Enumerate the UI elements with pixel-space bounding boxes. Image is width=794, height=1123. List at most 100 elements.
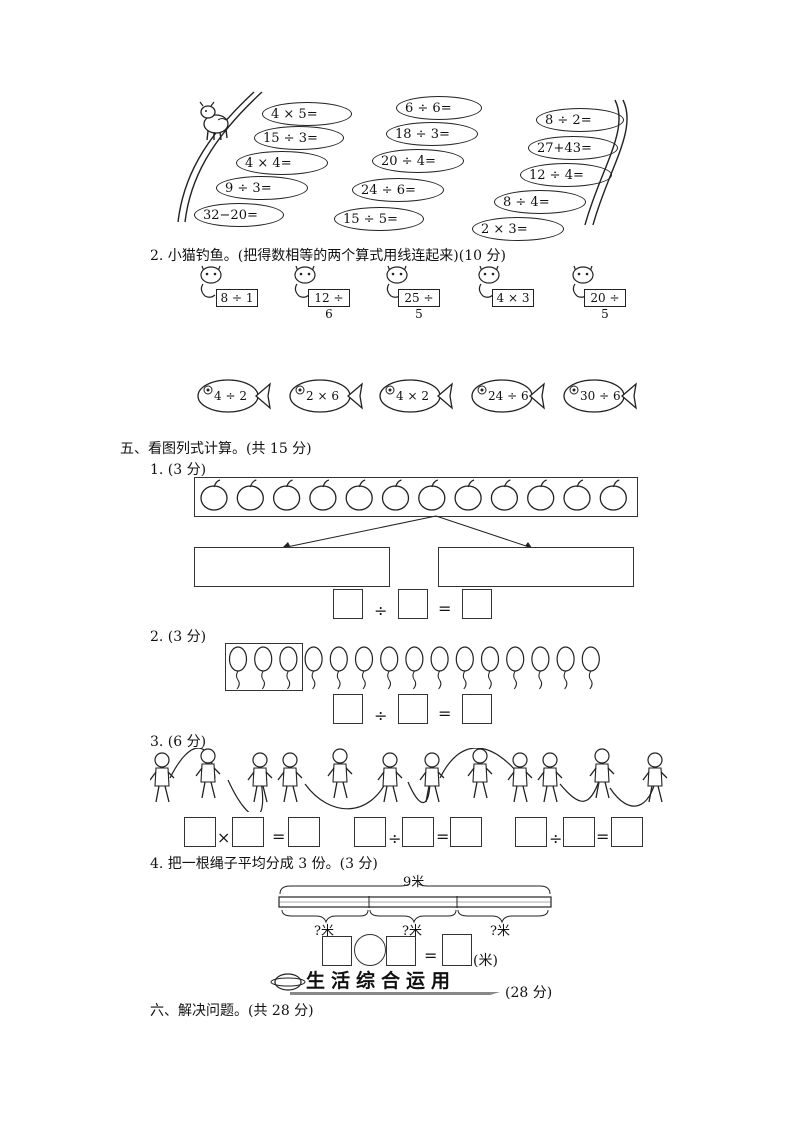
apple-icon [527, 479, 555, 511]
apple-icon [454, 479, 482, 511]
answer-box[interactable] [462, 694, 492, 724]
answer-box[interactable] [333, 694, 363, 724]
answer-box[interactable] [515, 817, 547, 847]
child-figure [195, 748, 221, 799]
balloon-row [228, 646, 600, 690]
answer-box[interactable] [398, 694, 428, 724]
answer-box[interactable] [402, 817, 434, 847]
apple-icon [272, 479, 301, 511]
apple-icon [490, 479, 519, 511]
equals-sign: = [438, 704, 452, 723]
expr-ellipse: 18 ÷ 3= [386, 122, 478, 146]
apple-row [200, 479, 627, 511]
fish-icon [197, 379, 271, 413]
answer-box[interactable] [184, 817, 216, 847]
fish-icon [563, 379, 637, 413]
answer-box[interactable] [450, 817, 482, 847]
operator-circle[interactable] [354, 934, 386, 966]
cat-sign: 12 ÷ 6 [308, 289, 350, 321]
balloon-icon [354, 646, 374, 690]
expr-ellipse: 4 × 4= [236, 151, 328, 175]
expr-ellipse: 32−20= [194, 203, 284, 227]
balloon-icon [455, 646, 474, 690]
apple-icon [563, 479, 591, 511]
rope-diagram [278, 884, 552, 924]
expr-ellipse: 15 ÷ 3= [254, 126, 344, 150]
s5-q4-label: 4. 把一根绳子平均分成 3 份。(3 分) [150, 856, 378, 872]
cat-icon [572, 265, 594, 298]
expr-ellipse: 2 × 3= [472, 217, 564, 241]
expr-ellipse: 20 ÷ 4= [372, 149, 464, 173]
apple-icon [599, 479, 627, 511]
answer-rect-left[interactable] [194, 547, 390, 587]
divide-sign: ÷ [388, 829, 402, 848]
fish-label: 30 ÷ 6 [580, 389, 621, 403]
answer-box[interactable] [462, 589, 492, 619]
expr-ellipse: 24 ÷ 6= [352, 178, 444, 202]
answer-box[interactable] [333, 589, 363, 619]
child-figure [327, 748, 353, 799]
fish-label: 4 ÷ 2 [214, 389, 247, 403]
balloon-icon [531, 646, 550, 690]
balloon-icon [228, 646, 248, 690]
expr-ellipse: 4 × 5= [262, 102, 352, 126]
child-figure [419, 752, 445, 803]
fish-label: 24 ÷ 6 [488, 389, 529, 403]
section6-title: 六、解决问题。(共 28 分) [150, 1003, 314, 1019]
balloon-icon [279, 646, 298, 690]
fish-label: 4 × 2 [396, 389, 429, 403]
banner-decoration [270, 973, 500, 995]
rope-part-label: ?米 [490, 924, 510, 939]
balloon-icon [480, 646, 500, 690]
answer-box[interactable] [611, 817, 643, 847]
child-figure [642, 752, 668, 803]
expr-ellipse: 27+43= [528, 136, 618, 160]
cat-sign: 4 × 3 [492, 289, 534, 307]
balloon-icon [506, 646, 525, 690]
apple-icon [345, 479, 373, 511]
s5-q1-label: 1. (3 分) [150, 462, 207, 478]
equals-sign: = [438, 599, 452, 618]
answer-box[interactable] [563, 817, 595, 847]
divide-sign: ÷ [374, 601, 388, 620]
rope-total-label: 9米 [403, 875, 425, 890]
fish-row [197, 379, 637, 413]
cat-icon [478, 265, 500, 298]
divide-sign: ÷ [374, 706, 388, 725]
answer-box[interactable] [232, 817, 264, 847]
balloon-icon [430, 646, 449, 690]
multiply-sign: × [217, 828, 231, 847]
cat-icon [200, 265, 222, 298]
kids-jumping-rope-illustration [150, 748, 668, 812]
expr-ellipse: 6 ÷ 6= [396, 96, 482, 120]
cat-sign: 25 ÷ 5 [398, 289, 440, 321]
s5-q3-label: 3. (6 分) [150, 734, 207, 750]
equals-sign: = [436, 827, 450, 846]
child-figure [589, 748, 615, 799]
answer-box[interactable] [398, 589, 428, 619]
cat-icon [294, 265, 316, 298]
child-figure [277, 752, 303, 803]
answer-box[interactable] [288, 817, 320, 847]
s5-q2-label: 2. (3 分) [150, 629, 207, 645]
fish-icon [379, 379, 453, 413]
rope-part-label: ?米 [314, 924, 334, 939]
answer-box[interactable] [442, 934, 472, 966]
apple-icon [418, 479, 446, 511]
split-arrows [281, 515, 533, 549]
answer-box[interactable] [386, 936, 416, 966]
child-figure [377, 752, 403, 803]
expr-ellipse: 15 ÷ 5= [334, 207, 424, 231]
apple-icon [236, 479, 264, 511]
rope-part-label: ?米 [402, 924, 422, 939]
expr-ellipse: 8 ÷ 2= [536, 108, 624, 132]
balloon-icon [304, 646, 323, 690]
expr-ellipse: 12 ÷ 4= [520, 163, 612, 187]
banner-score: (28 分) [505, 985, 553, 1001]
answer-box[interactable] [354, 817, 386, 847]
equals-sign: = [596, 827, 610, 846]
answer-box[interactable] [322, 936, 352, 966]
answer-rect-right[interactable] [438, 547, 634, 587]
cat-sign: 8 ÷ 1 [216, 289, 258, 307]
child-figure [537, 752, 563, 803]
